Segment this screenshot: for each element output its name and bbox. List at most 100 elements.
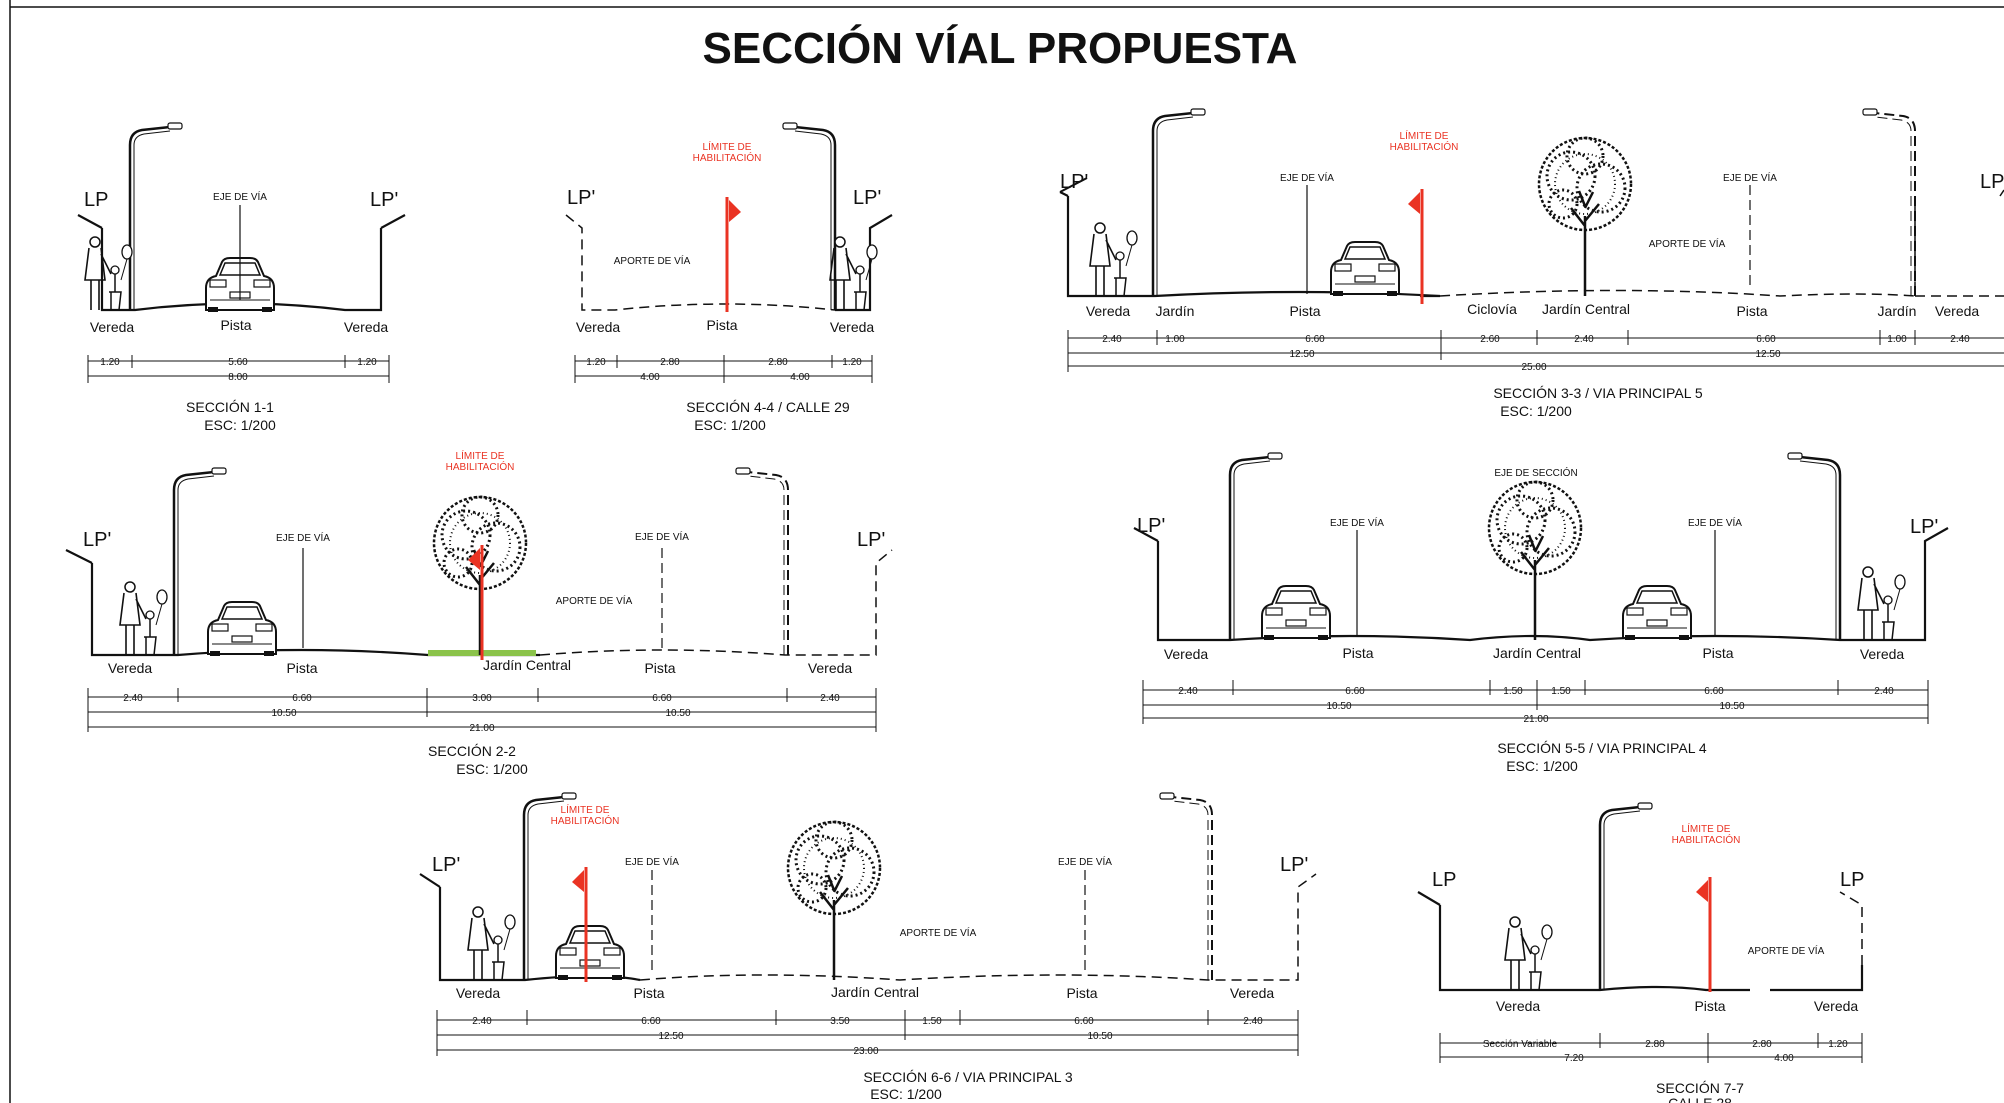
jardin-central-label: Jardín Central bbox=[831, 984, 919, 1000]
dim-subtotal: 4.00 bbox=[790, 372, 810, 383]
dim-value: 1.20 bbox=[100, 357, 120, 368]
dim-subtotal: 12.50 bbox=[1755, 349, 1780, 360]
vereda-label: Vereda bbox=[456, 985, 501, 1001]
aporte-label: APORTE DE VÍA bbox=[1649, 237, 1726, 250]
pista-label: Pista bbox=[1694, 998, 1725, 1014]
dim-value: 2.40 bbox=[1874, 686, 1894, 697]
vereda-label: Vereda bbox=[830, 319, 875, 335]
dim-subtotal: 10.50 bbox=[271, 708, 296, 719]
jardin-label: Jardín bbox=[1878, 303, 1917, 319]
section-3-3: LP' LP LÍMITE DE HABILITACIÓN EJE DE VÍA… bbox=[1059, 107, 2004, 419]
pista-label: Pista bbox=[1702, 645, 1733, 661]
dim-value: 6.60 bbox=[1345, 686, 1365, 697]
dim-value: 1.50 bbox=[1503, 686, 1523, 697]
dim-value: 2.40 bbox=[1950, 334, 1970, 345]
limit-label: LÍMITE DE bbox=[561, 803, 610, 816]
jardin-label: Jardín bbox=[1156, 303, 1195, 319]
dim-total: 21.00 bbox=[1523, 714, 1548, 725]
dim-total: 23.00 bbox=[853, 1046, 878, 1057]
dim-value: 2.40 bbox=[1574, 334, 1594, 345]
lp-prime-label: LP' bbox=[1910, 516, 1938, 538]
pista-label: Pista bbox=[1342, 645, 1373, 661]
dim-value: 1.50 bbox=[922, 1016, 942, 1027]
dim-value: 1.20 bbox=[357, 357, 377, 368]
pista-label: Pista bbox=[633, 985, 664, 1001]
section-6-6: LP' LP' LÍMITE DE HABILITACIÓN EJE DE VÍ… bbox=[419, 791, 1317, 1102]
section-name: SECCIÓN 3-3 / VIA PRINCIPAL 5 bbox=[1493, 385, 1703, 401]
vereda-label: Vereda bbox=[90, 319, 135, 335]
limit-label: HABILITACIÓN bbox=[693, 151, 762, 164]
aporte-label: APORTE DE VÍA bbox=[556, 594, 633, 607]
vereda-label: Vereda bbox=[344, 319, 389, 335]
vereda-label: Vereda bbox=[808, 660, 853, 676]
limit-label: HABILITACIÓN bbox=[1390, 140, 1459, 153]
dim-value: 2.40 bbox=[123, 693, 143, 704]
dim-subtotal: 4.00 bbox=[640, 372, 660, 383]
pista-label: Pista bbox=[706, 317, 737, 333]
lp-prime-label: LP' bbox=[1137, 515, 1165, 537]
section-name: SECCIÓN 6-6 / VIA PRINCIPAL 3 bbox=[863, 1069, 1073, 1085]
limit-label: HABILITACIÓN bbox=[551, 814, 620, 827]
dim-value: 3.00 bbox=[472, 693, 492, 704]
eje-via-label: EJE DE VÍA bbox=[625, 855, 679, 868]
section-scale: ESC: 1/200 bbox=[1506, 758, 1578, 774]
lp-label: LP bbox=[1432, 869, 1456, 891]
pista-label: Pista bbox=[1736, 303, 1767, 319]
dim-value: 2.40 bbox=[820, 693, 840, 704]
vereda-label: Vereda bbox=[1164, 646, 1209, 662]
eje-via-label: EJE DE VÍA bbox=[1330, 516, 1384, 529]
ciclovia-label: Ciclovía bbox=[1467, 301, 1517, 317]
jardin-central-label: Jardín Central bbox=[1493, 645, 1581, 661]
section-name: SECCIÓN 4-4 / CALLE 29 bbox=[686, 399, 850, 415]
sheet-title: SECCIÓN VÍAL PROPUESTA bbox=[703, 23, 1298, 73]
eje-via-label: EJE DE VÍA bbox=[1058, 855, 1112, 868]
eje-seccion-label: EJE DE SECCIÓN bbox=[1494, 466, 1577, 479]
section-5-5: LP' LP' EJE DE SECCIÓN EJE DE VÍA EJE DE… bbox=[1133, 451, 1949, 774]
vereda-label: Vereda bbox=[1086, 303, 1131, 319]
dim-value: 5.60 bbox=[228, 357, 248, 368]
eje-via-label: EJE DE VÍA bbox=[1723, 171, 1777, 184]
dim-value: 2.40 bbox=[1102, 334, 1122, 345]
dim-value: 1.20 bbox=[586, 357, 606, 368]
dim-value: 2.60 bbox=[1480, 334, 1500, 345]
vereda-label: Vereda bbox=[1860, 646, 1905, 662]
vereda-label: Vereda bbox=[108, 660, 153, 676]
pista-label: Pista bbox=[1066, 985, 1097, 1001]
dim-subtotal: 10.50 bbox=[1087, 1031, 1112, 1042]
section-subname: CALLE 28 bbox=[1668, 1095, 1732, 1103]
dim-value: 1.50 bbox=[1551, 686, 1571, 697]
eje-via-label: EJE DE VÍA bbox=[1688, 516, 1742, 529]
eje-via-label: EJE DE VÍA bbox=[276, 531, 330, 544]
jardin-central-label: Jardín Central bbox=[483, 657, 571, 673]
dim-total: 21.00 bbox=[469, 723, 494, 734]
pista-label: Pista bbox=[220, 317, 251, 333]
dim-value: 6.60 bbox=[1305, 334, 1325, 345]
section-scale: ESC: 1/200 bbox=[1500, 403, 1572, 419]
aporte-label: APORTE DE VÍA bbox=[1748, 944, 1825, 957]
dim-value: 1.00 bbox=[1887, 334, 1907, 345]
limit-label: HABILITACIÓN bbox=[1672, 833, 1741, 846]
dim-value: 2.40 bbox=[1178, 686, 1198, 697]
aporte-label: APORTE DE VÍA bbox=[900, 926, 977, 939]
dim-total: 25.00 bbox=[1521, 362, 1546, 373]
lp-prime-label: LP' bbox=[370, 189, 398, 211]
dim-subtotal: 7.20 bbox=[1564, 1053, 1584, 1064]
section-name: SECCIÓN 1-1 bbox=[186, 399, 274, 415]
pista-label: Pista bbox=[1289, 303, 1320, 319]
aporte-label: APORTE DE VÍA bbox=[614, 254, 691, 267]
limit-label: LÍMITE DE bbox=[456, 449, 505, 462]
eje-via-label: EJE DE VÍA bbox=[1280, 171, 1334, 184]
pista-label: Pista bbox=[286, 660, 317, 676]
section-scale: ESC: 1/200 bbox=[694, 417, 766, 433]
vereda-label: Vereda bbox=[1230, 985, 1275, 1001]
dim-value: 2.80 bbox=[1645, 1039, 1665, 1050]
lp-label: LP bbox=[1840, 869, 1864, 891]
lp-label: LP bbox=[84, 189, 108, 211]
section-scale: ESC: 1/200 bbox=[870, 1086, 942, 1102]
dim-value: 2.80 bbox=[1752, 1039, 1772, 1050]
dim-value: 2.40 bbox=[472, 1016, 492, 1027]
dim-value: 6.60 bbox=[1756, 334, 1776, 345]
dim-subtotal: 12.50 bbox=[1289, 349, 1314, 360]
dim-subtotal: 10.50 bbox=[665, 708, 690, 719]
dim-value: 6.60 bbox=[1074, 1016, 1094, 1027]
